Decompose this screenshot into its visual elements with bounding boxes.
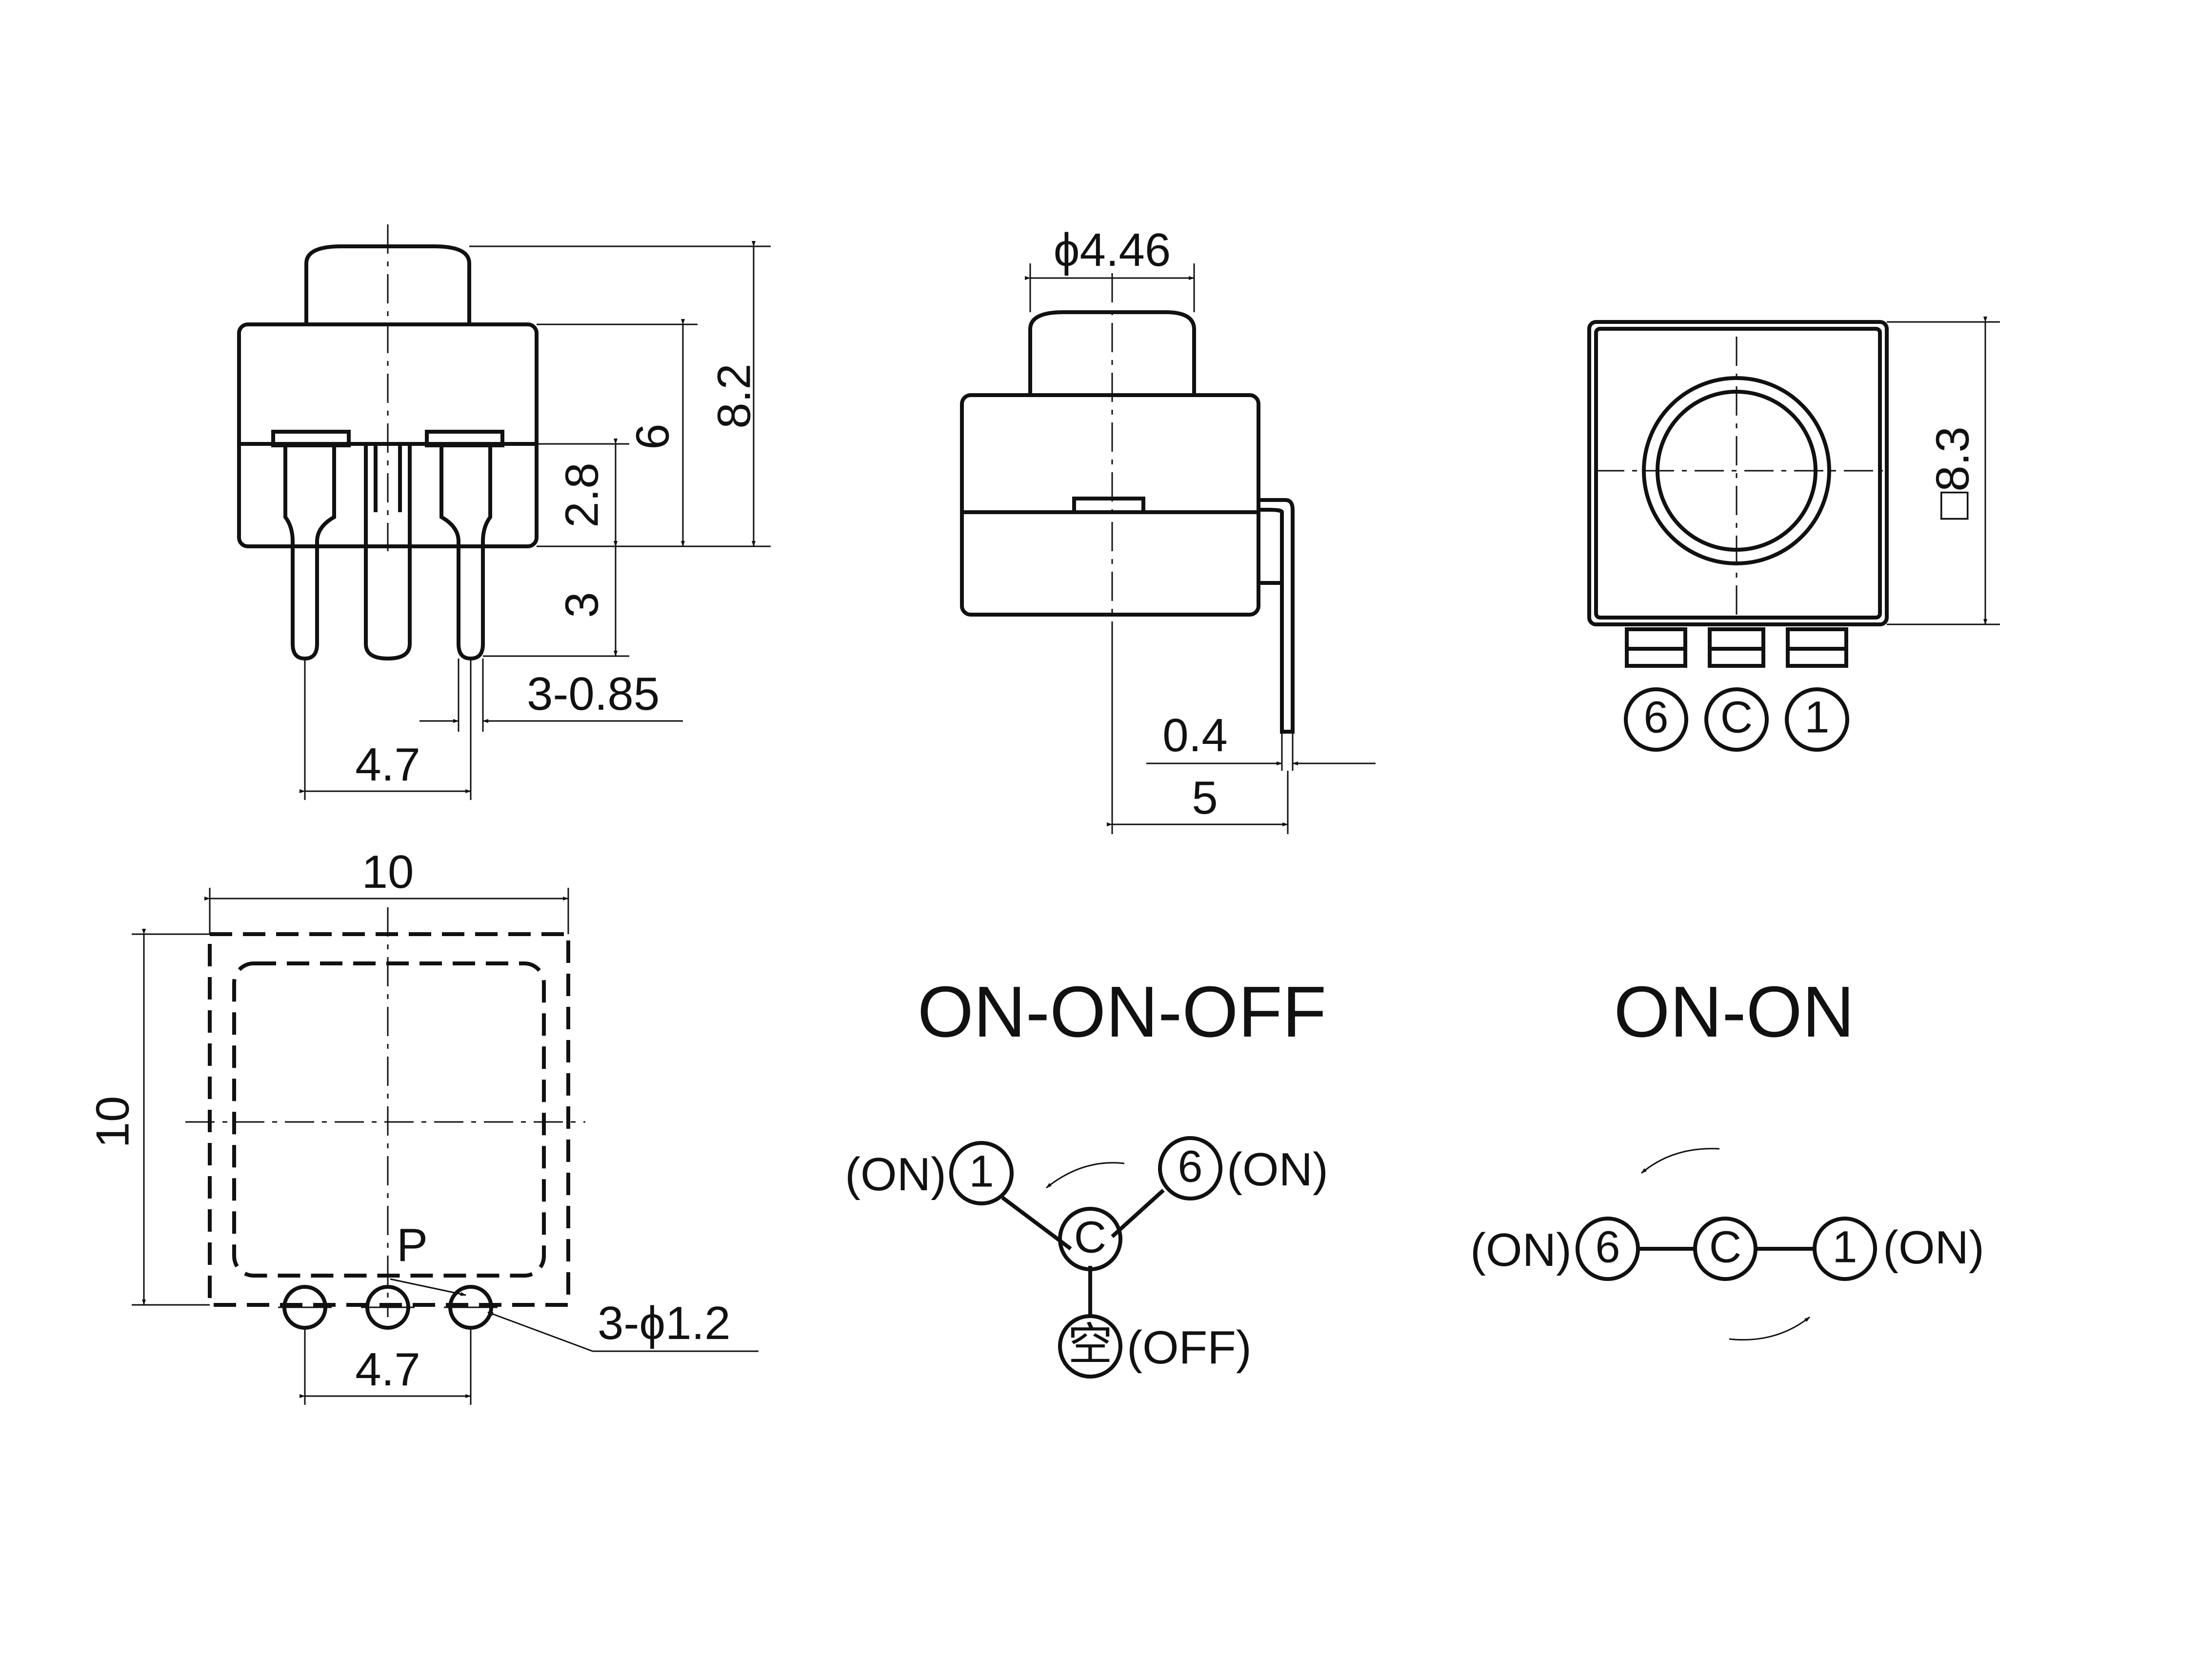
dim-holes: 3-ϕ1.2 (598, 1297, 731, 1349)
dim-pin-length: 3 (556, 592, 608, 618)
dim-button-dia: ϕ4.46 (1054, 224, 1171, 276)
node-1 (949, 1141, 1014, 1205)
svg-text:C: C (1074, 1212, 1106, 1262)
rotation-arrow-upper (1641, 1148, 1720, 1174)
title-on-on-off: ON-ON-OFF (918, 972, 1327, 1052)
svg-text:空: 空 (1068, 1320, 1113, 1369)
side-view: ϕ4.46 0.4 5 (960, 224, 1376, 834)
svg-text:1: 1 (969, 1146, 994, 1196)
side-lead (1258, 498, 1295, 734)
svg-text:1: 1 (1832, 1222, 1857, 1272)
title-on-on: ON-ON (1614, 972, 1854, 1052)
dim-height-body: 6 (626, 423, 679, 449)
pin-right (439, 445, 492, 661)
on-on-label-left: (ON) (1470, 1224, 1572, 1276)
footprint: P 10 10 3-ϕ1.2 4.7 (86, 846, 759, 1405)
dim-lead-thickness: 0.4 (1162, 709, 1227, 761)
dim-height-total: 8.2 (708, 363, 760, 428)
footprint-pin-label: P (397, 1219, 428, 1271)
rotation-arrow-lower (1729, 1316, 1810, 1341)
schematic-on-on-off: ON-ON-OFF 1 6 C 空 (ON) (ON) (OFF) (845, 972, 1328, 1379)
node-6 (1158, 1136, 1222, 1200)
node-off (1058, 1314, 1122, 1379)
top-pin-1: 1 (1804, 692, 1829, 742)
label-1-on: (ON) (845, 1148, 946, 1200)
svg-text:C: C (1709, 1222, 1741, 1272)
dim-footprint-height: 10 (86, 1096, 139, 1148)
label-off: (OFF) (1127, 1321, 1252, 1374)
top-body (1587, 320, 1889, 626)
pin-left (283, 445, 336, 661)
svg-text:6: 6 (1595, 1222, 1620, 1272)
on-on-node-c (1693, 1217, 1758, 1281)
side-button (1028, 310, 1196, 395)
pin-middle (364, 445, 412, 661)
side-body (960, 393, 1260, 617)
label-6-on: (ON) (1227, 1143, 1328, 1196)
dim-body-square: □8.3 (1926, 426, 1978, 520)
front-view: 8.2 6 2.8 3 3-0.85 4.7 (237, 224, 771, 800)
on-on-node-1 (1813, 1217, 1877, 1281)
footprint-outline (208, 932, 570, 1307)
top-pin-c: C (1720, 692, 1753, 742)
schematic-on-on: ON-ON 6 C 1 (ON) (ON) (1470, 972, 1984, 1341)
dim-pin-pitch: 4.7 (355, 739, 420, 791)
top-view: 6 C 1 □8.3 (1587, 317, 2000, 752)
on-on-label-right: (ON) (1883, 1221, 1984, 1274)
dim-footprint-width: 10 (362, 846, 414, 898)
dim-pin-upper: 2.8 (556, 462, 608, 527)
dim-pin-width: 3-0.85 (527, 668, 659, 720)
node-c (1058, 1207, 1122, 1271)
dim-hole-pitch: 4.7 (355, 1343, 420, 1396)
on-on-node-6 (1576, 1217, 1640, 1281)
svg-text:6: 6 (1178, 1141, 1202, 1191)
dim-lead-offset: 5 (1192, 772, 1218, 824)
top-pin-6: 6 (1643, 692, 1668, 742)
rotation-arrow-on-on-off (1046, 1162, 1125, 1189)
